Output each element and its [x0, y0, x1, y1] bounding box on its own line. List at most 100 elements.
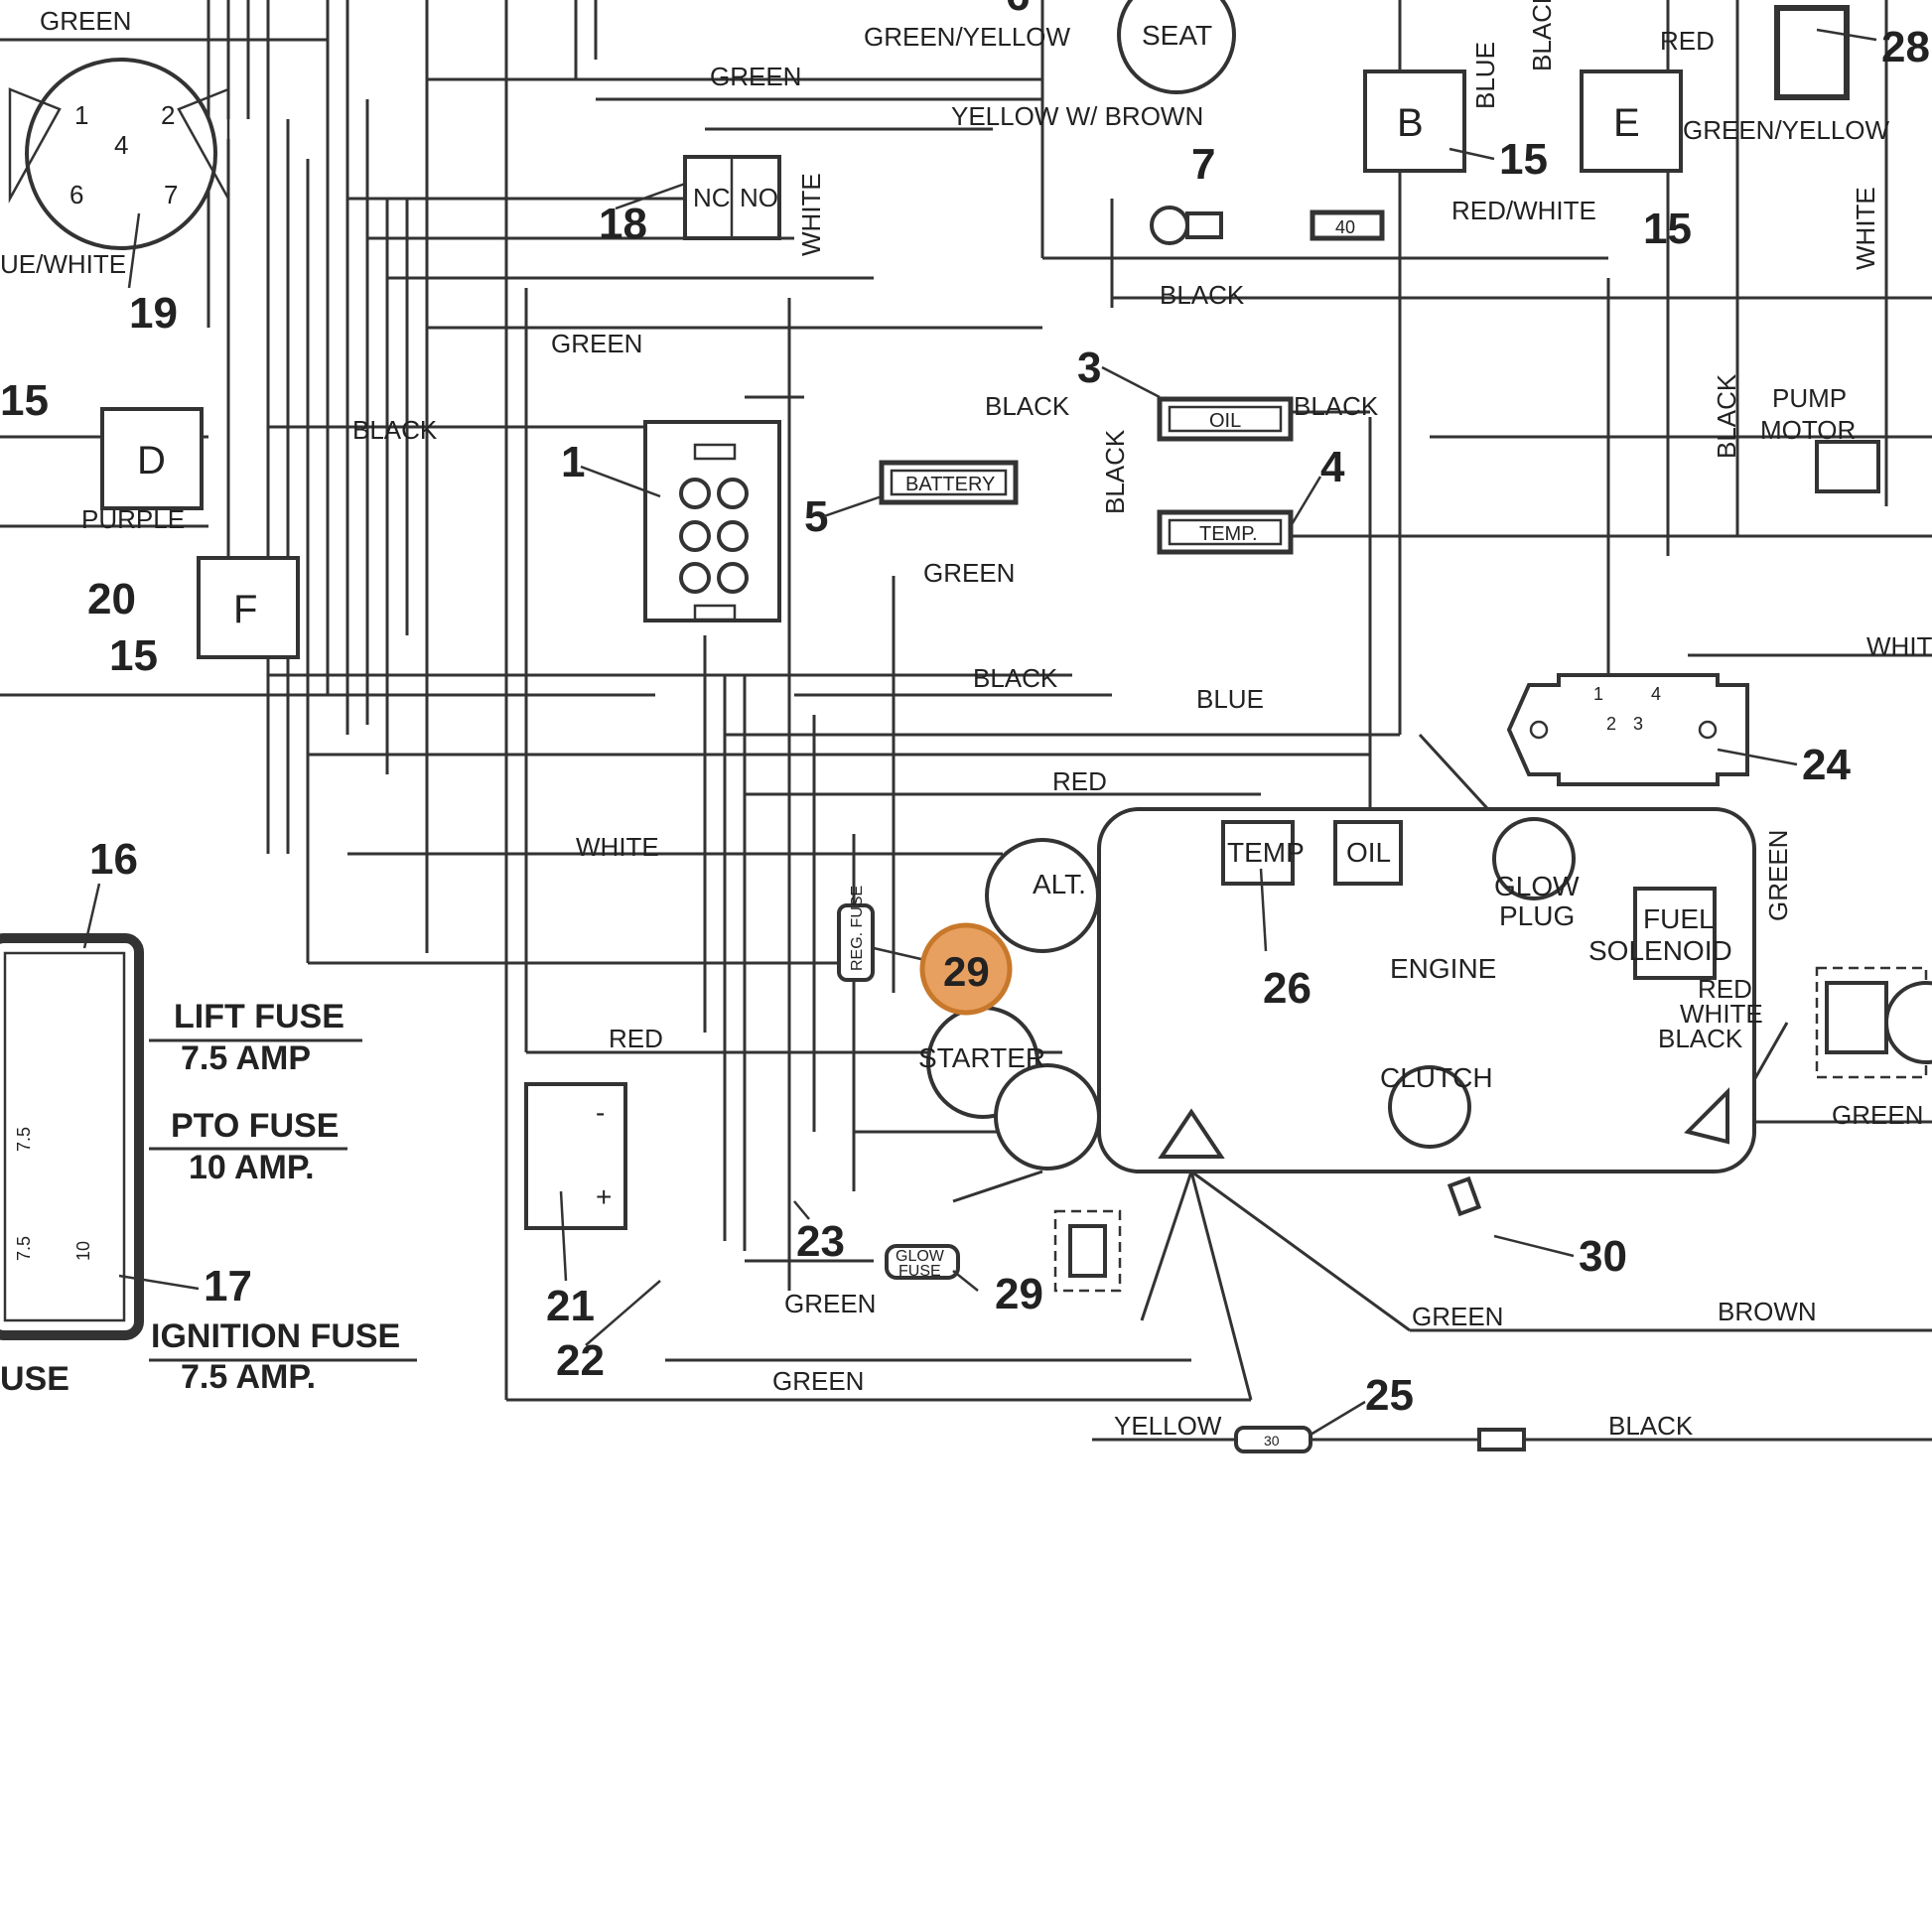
glow-fuse-label-1: GLOW [896, 1248, 945, 1265]
fuse-use: USE [0, 1360, 69, 1398]
wire-green-top-left: GREEN [40, 6, 131, 36]
callout-7: 7 [1191, 140, 1215, 189]
callout-15-d: 15 [0, 376, 49, 425]
ignition-switch: 1 2 4 6 7 [8, 58, 230, 250]
callout-3: 3 [1077, 344, 1101, 392]
callout-30: 30 [1579, 1232, 1627, 1281]
regulator: 1 2 3 4 [1506, 673, 1749, 786]
fuse-40: 40 [1310, 209, 1385, 241]
wire-red-low: RED [609, 1024, 663, 1053]
fuel-label: FUEL [1643, 903, 1715, 934]
battery-light-label: BATTERY [905, 474, 995, 495]
reg-fuse-label: REG. FUSE [849, 886, 866, 971]
right-connector [1815, 966, 1932, 1079]
wire-green-bottom: GREEN [772, 1366, 864, 1396]
fuse-30: 30 [1234, 1426, 1312, 1453]
wire-green-yellow-top: GREEN/YELLOW [864, 22, 1071, 52]
callout-22: 22 [556, 1336, 605, 1385]
wire-blue-white: UE/WHITE [0, 249, 126, 279]
ign-pin-2: 2 [161, 100, 175, 130]
wire-black-oil-right: BLACK [1294, 391, 1379, 421]
callout-29-reg: 29 [943, 948, 990, 995]
pump-motor: PUMP MOTOR [1760, 383, 1880, 493]
relay-d-label: D [137, 439, 166, 483]
battery: - + [524, 1082, 627, 1230]
glow-fuse: GLOW FUSE [885, 1244, 960, 1280]
callout-26: 26 [1263, 964, 1311, 1013]
wire-red-solenoid: RED [1698, 974, 1752, 1004]
fuse-slot-75-b: 7.5 [14, 1236, 34, 1261]
wire-green-top: GREEN [710, 62, 801, 91]
alternator: ALT. [985, 838, 1100, 953]
wire-green-low: GREEN [784, 1289, 876, 1318]
relay-e: E [1580, 69, 1683, 173]
callout-19: 19 [129, 289, 178, 338]
wire-brown: BROWN [1718, 1297, 1817, 1326]
wire-white-18: WHITE [796, 173, 826, 256]
wire-green-mid-left: GREEN [551, 329, 642, 358]
pto-switch [1447, 1175, 1482, 1217]
relay-f: F [197, 556, 300, 659]
plug-label: PLUG [1499, 900, 1575, 931]
callout-6: 6 [1006, 0, 1030, 20]
engine-temp-label: TEMP [1227, 837, 1305, 868]
engine-oil-label: OIL [1346, 837, 1391, 868]
wire-green-battery: GREEN [923, 558, 1015, 588]
ign-pin-1: 1 [74, 100, 88, 130]
pto-fuse-amp: 10 AMP. [189, 1149, 315, 1186]
starter: STARTER [918, 1006, 1101, 1171]
wire-red-white: RED/WHITE [1451, 196, 1596, 225]
seat-switch: SEAT [1117, 0, 1236, 94]
callout-20: 20 [87, 575, 136, 623]
glow-label: GLOW [1494, 871, 1580, 901]
wire-white-right: WHITE [1851, 187, 1880, 270]
fuse-slot-10: 10 [73, 1241, 93, 1261]
temp-light: TEMP. [1157, 509, 1294, 555]
callout-4: 4 [1320, 443, 1345, 491]
engine: ENGINE TEMP OIL GLOW PLUG FUEL SOLENOID … [1097, 807, 1756, 1173]
oil-light: OIL [1157, 396, 1294, 442]
wire-green-bottom-right: GREEN [1832, 1100, 1923, 1130]
seat-sensor [1150, 206, 1223, 245]
battery-neg: - [596, 1097, 605, 1128]
callout-25: 25 [1365, 1371, 1414, 1420]
callout-1: 1 [561, 438, 585, 486]
highlight-marker: 29 [919, 922, 1013, 1016]
wire-white-mid: WHITE [576, 832, 659, 862]
relay-f-label: F [233, 588, 257, 631]
fuse-40-label: 40 [1335, 217, 1355, 237]
alt-label: ALT. [1033, 869, 1086, 899]
relay-b-label: B [1397, 101, 1424, 145]
inline-fuse [1477, 1428, 1526, 1451]
callout-21: 21 [546, 1282, 595, 1330]
engine-label: ENGINE [1390, 953, 1496, 984]
reg-pin-4: 4 [1651, 684, 1661, 704]
reg-pin-1: 1 [1593, 684, 1603, 704]
wire-blue-mid: BLUE [1196, 684, 1264, 714]
callouts: 6 7 28 15 15 18 19 15 15 20 1 3 4 5 24 1… [0, 0, 1930, 1437]
wire-green-right: GREEN [1763, 830, 1793, 921]
ign-pin-4: 4 [114, 130, 128, 160]
connector-28 [1774, 5, 1850, 100]
switch-18: NC NO [683, 155, 781, 240]
wire-black-oil-left: BLACK [985, 391, 1070, 421]
connector-1 [643, 420, 781, 622]
callout-23: 23 [796, 1217, 845, 1266]
wire-yellow-brown: YELLOW W/ BROWN [951, 101, 1203, 131]
wire-black-temp: BLACK [1100, 429, 1130, 514]
pump-label: PUMP [1772, 383, 1847, 413]
wire-yellow: YELLOW [1114, 1411, 1222, 1441]
wire-red-mid: RED [1052, 766, 1107, 796]
wire-black-solenoid: BLACK [1658, 1024, 1743, 1053]
seat-label: SEAT [1142, 20, 1212, 51]
wire-black-top-mid: BLACK [1160, 280, 1245, 310]
ign-pin-6: 6 [69, 180, 83, 209]
ign-pin-7: 7 [164, 180, 178, 209]
fuse-slot-75-a: 7.5 [14, 1127, 34, 1152]
callout-16: 16 [89, 835, 138, 884]
callout-17: 17 [204, 1262, 252, 1311]
callout-29-glow: 29 [995, 1270, 1043, 1318]
wire-black-mid: BLACK [973, 663, 1058, 693]
callout-24: 24 [1802, 741, 1851, 789]
